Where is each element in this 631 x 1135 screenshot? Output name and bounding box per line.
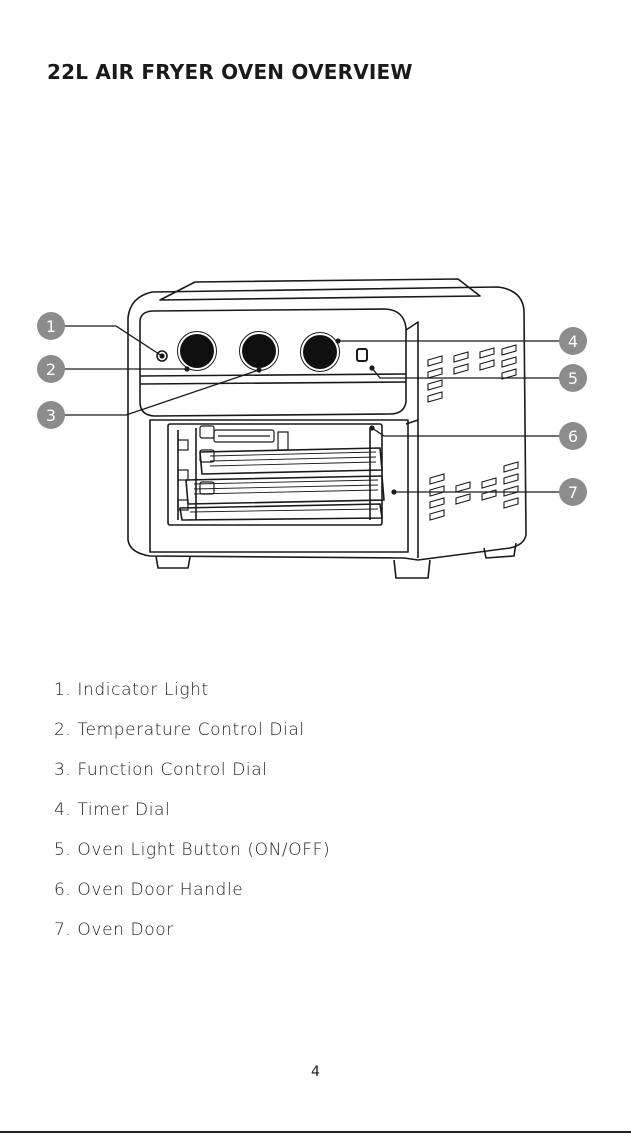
part-item: 5. Oven Light Button (ON/OFF)	[54, 838, 330, 878]
side-vents-lower	[430, 462, 518, 520]
timer-dial	[303, 335, 337, 369]
oven-diagram: 1 2 3 4 5 6 7	[0, 270, 631, 590]
callout-number: 6	[568, 427, 578, 446]
part-item: 6. Oven Door Handle	[54, 878, 330, 918]
callout-number: 4	[568, 332, 578, 351]
foot-mid	[394, 560, 430, 578]
part-item: 2. Temperature Control Dial	[54, 718, 330, 758]
page-number: 4	[0, 1064, 631, 1080]
callout-number: 3	[46, 406, 56, 425]
callout-7: 7	[559, 478, 587, 506]
temperature-dial	[180, 334, 214, 368]
part-item: 3. Function Control Dial	[54, 758, 330, 798]
callout-number: 2	[46, 360, 56, 379]
dials	[157, 332, 367, 372]
callout-number: 7	[568, 483, 578, 502]
parts-list: 1. Indicator Light 2. Temperature Contro…	[54, 678, 330, 958]
callout-1: 1	[37, 312, 65, 340]
callout-3: 3	[37, 401, 65, 429]
side-vents-upper	[428, 345, 516, 402]
callout-number: 5	[568, 369, 578, 388]
foot-left	[156, 556, 190, 568]
function-dial	[242, 334, 276, 368]
callout-number: 1	[46, 317, 56, 336]
callout-2: 2	[37, 355, 65, 383]
oven-light-button	[357, 349, 367, 361]
callout-6: 6	[559, 422, 587, 450]
part-item: 4. Timer Dial	[54, 798, 330, 838]
part-item: 7. Oven Door	[54, 918, 330, 958]
footer-rule	[0, 1131, 631, 1133]
callout-4: 4	[559, 327, 587, 355]
part-item: 1. Indicator Light	[54, 678, 330, 718]
control-panel	[140, 309, 406, 416]
callout-5: 5	[559, 364, 587, 392]
page-title: 22L AIR FRYER OVEN OVERVIEW	[47, 60, 413, 84]
